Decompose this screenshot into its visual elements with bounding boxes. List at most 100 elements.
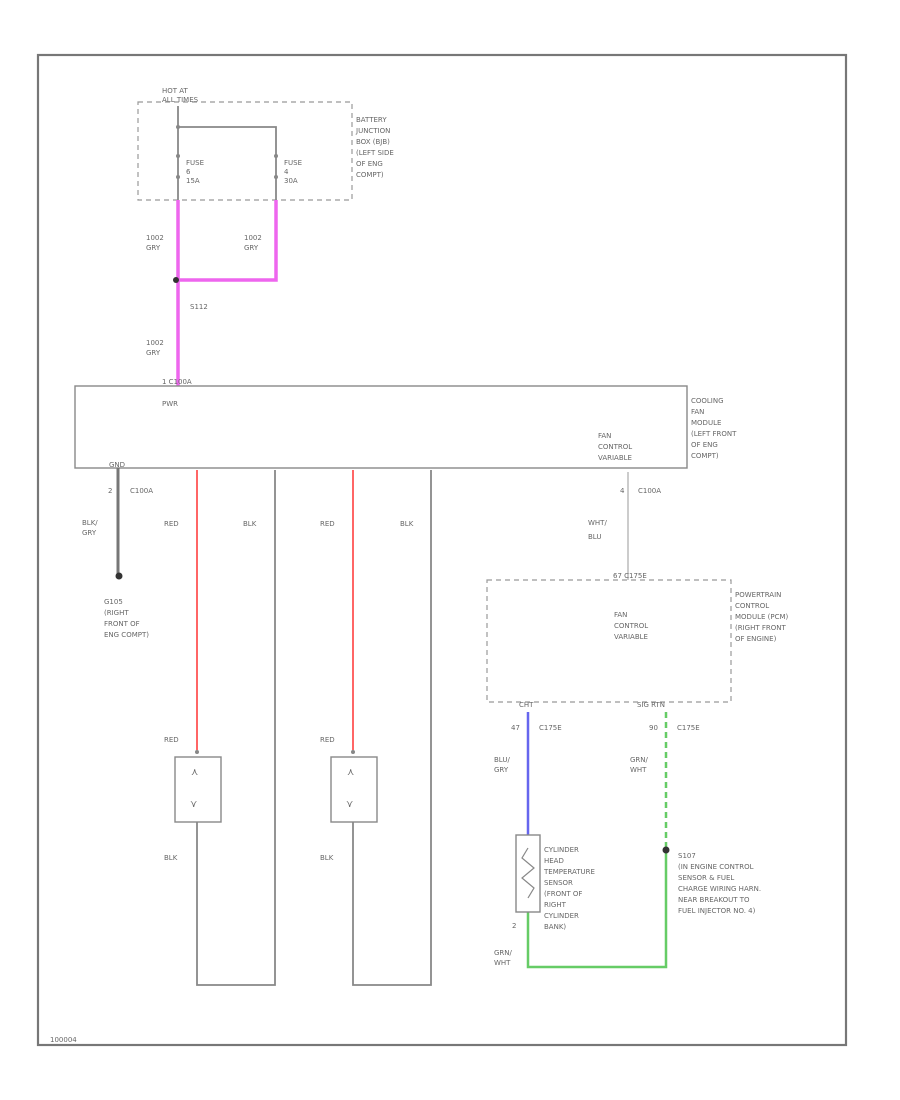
sigrtn-green-wire-lower [526,850,668,969]
cht-sensor-label-line-5: (FRONT OF [544,890,582,898]
pcm-location-label-line-1: POWERTRAIN [735,591,781,599]
cht-sensor-label-line-8: BANK) [544,923,566,931]
wire-label-ground-line-1: BLK/ [82,519,98,527]
pcm-cht-label: CHT [519,701,534,709]
pcm-sigrtn-label: SIG RTN [637,701,665,709]
wire-label-signal-line-2: BLU [588,533,601,541]
bjb-location-label-line-4: (LEFT SIDE [356,149,394,157]
ground-g105-label-line-2: (RIGHT [104,609,129,617]
wire-label-fan-feed-line-2: GRY [146,349,161,357]
diagram-footer-code: 100004 [50,1036,77,1044]
fan-module-location-label-line-6: COMPT) [691,452,719,460]
fuse-right-label-line-3: 30A [284,177,298,185]
fan-module-gnd-connector-line-2: C100A [130,487,153,495]
bjb-hot-label-line-1: HOT AT [162,87,189,95]
fan-module-fan-control-connector-line-2: C100A [638,487,661,495]
wire-label-ground: BLK/GRY [82,519,98,537]
motor1-red-node [195,750,199,754]
wire-label-fan-feed-line-1: 1002 [146,339,164,347]
cht-signal-circuit: BLU/GRY [494,712,530,835]
fan-module-pwr-label: PWR [162,400,178,408]
pcm-sigrtn-connector-line-2: C175E [677,724,700,732]
bjb-location-label-line-5: OF ENG [356,160,383,168]
fan-module-location-label-line-1: COOLING [691,397,724,405]
pcm-fan-control-label-line-1: FAN [614,611,627,619]
pcm-location-label-line-3: MODULE (PCM) [735,613,788,621]
bjb-location-label-line-6: COMPT) [356,171,384,179]
pcm-sigrtn-connector: 90 C175E [649,724,700,732]
ground-g105-label-line-3: FRONT OF [104,620,140,628]
motor2-blk-wire [352,470,432,986]
bjb-location-label-line-2: JUNCTION [355,127,390,135]
fan-motor-1-symbol-bottom: ⋎ [190,799,197,810]
bjb-dashed-outline [137,101,353,201]
fuse-left-bottom-node [176,175,180,179]
fan-motor-2-symbol-bottom: ⋎ [346,799,353,810]
pcm-fan-control-label-line-3: VARIABLE [614,633,648,641]
wire-label-signal: WHT/BLU [588,519,607,541]
fuse-right-top-node [274,154,278,158]
splice-s112-label: S112 [190,303,208,311]
cht-sensor-label-line-6: RIGHT [544,901,567,909]
ground-g105-node [115,572,123,580]
fan-motor-2 [330,756,378,823]
wire-label-sensor-grn-bottom-line-1: GRN/ [494,949,513,957]
cht-sensor-label-line-4: SENSOR [544,879,573,887]
splice-s107-node [662,846,670,854]
splice-s107-label-line-3: SENSOR & FUEL [678,874,734,882]
cooling-fan-module-box [74,385,688,469]
wire-label-bjb-right-line-1: 1002 [244,234,262,242]
fan-module-fan-control-connector-line-1: 4 [620,487,625,495]
cht-sensor-label-line-2: HEAD [544,857,564,865]
wire-label-sensor-grn-bottom-line-2: WHT [494,959,511,967]
wire-label-motor2-red-lower: RED [320,736,335,744]
fan-motor-1-symbol-top: ⋏ [191,767,198,778]
pcm-location-label-line-5: OF ENGINE) [735,635,777,643]
pcm-cht-connector-line-1: 47 [511,724,520,732]
pink-wire-right [178,200,278,282]
wire-label-bjb-left-line-2: GRY [146,244,161,252]
pcm-dashed-outline [486,579,732,703]
wire-label-ground-line-2: GRY [82,529,97,537]
bjb-bus-bar [177,106,277,200]
wire-label-bjb-right-line-2: GRY [244,244,259,252]
splice-s107-label-line-2: (IN ENGINE CONTROL [678,863,754,871]
splice-s107-label-line-5: NEAR BREAKOUT TO [678,896,750,904]
splice-s107-label-line-6: FUEL INJECTOR NO. 4) [678,907,756,915]
wire-label-motor1-blk-lower: BLK [164,854,178,862]
wire-label-sensor-grn-bottom: GRN/WHT [494,949,513,967]
wire-label-motor1-blk: BLK [243,520,257,528]
fan-module-fan-control-label-line-2: CONTROL [598,443,632,451]
fan-module-connector: 1 C100A [162,378,192,386]
pcm-fan-control-label-line-2: CONTROL [614,622,648,630]
wire-label-motor2-red: RED [320,520,335,528]
cht-sensor-symbol [521,847,535,899]
pcm-sigrtn-connector-line-1: 90 [649,724,658,732]
pcm-fan-control-label: FAN CONTROL VARIABLE [614,611,648,641]
pcm-location-label-line-4: (RIGHT FRONT [735,624,786,632]
wire-label-motor2-blk-lower: BLK [320,854,334,862]
motor1-blk-wire [196,470,276,986]
bjb-location-label-line-1: BATTERY [356,116,387,124]
wire-label-sensor-blu-line-2: GRY [494,766,509,774]
cht-sensor-body [515,834,541,913]
cht-sensor-label-line-7: CYLINDER [544,912,579,920]
wire-label-sensor-grn: GRN/WHT [630,756,649,774]
